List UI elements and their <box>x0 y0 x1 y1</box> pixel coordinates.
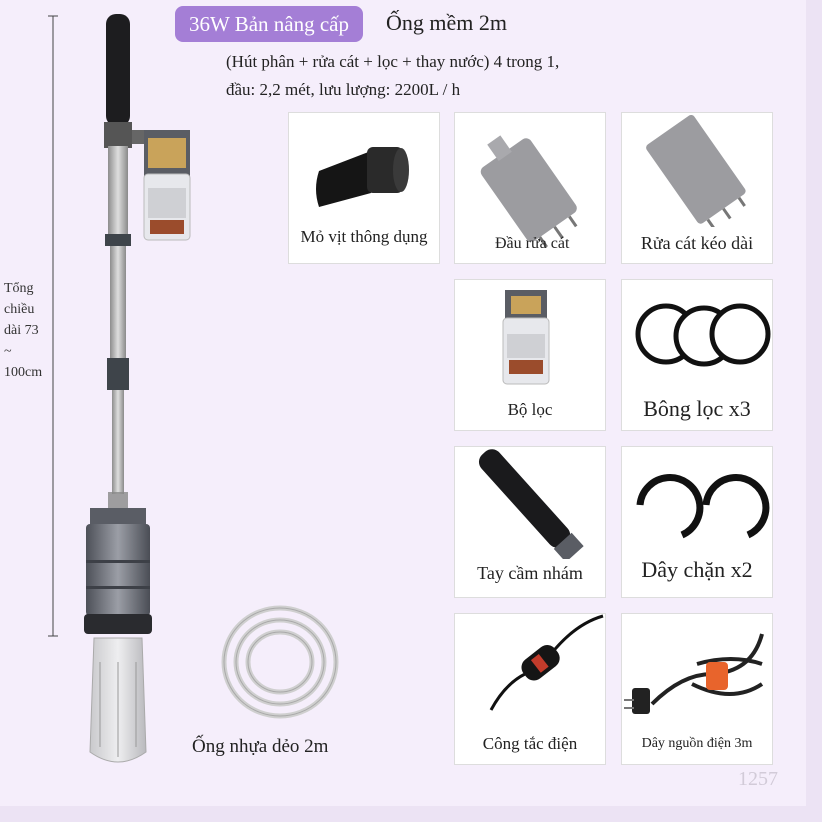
spec-description: đầu: 2,2 mét, lưu lượng: 2200L / h <box>226 80 461 99</box>
label-filter: Bộ lọc <box>507 400 553 419</box>
card-sand-head: Đầu rửa cát <box>454 112 606 264</box>
card-switch: Công tắc điện <box>454 613 606 765</box>
upgrade-badge: 36W Bản nâng cấp <box>175 6 363 42</box>
coiled-hose-image <box>221 605 339 719</box>
label-power-cord: Dây nguồn điện 3m <box>641 736 753 751</box>
card-sand-extension: Rửa cát kéo dài <box>621 112 773 264</box>
label-switch: Công tắc điện <box>482 734 578 753</box>
label-sand-extension: Rửa cát kéo dài <box>640 233 754 253</box>
watermark-number: 1257 <box>738 768 778 790</box>
card-duck-nozzle: Mỏ vịt thông dụng <box>288 112 440 264</box>
switch-image <box>489 614 604 711</box>
label-handle: Tay cầm nhám <box>477 563 583 583</box>
total-length-label: Tổng chiều dài 73 ~ 100cm <box>4 281 43 380</box>
strap-image <box>636 474 770 539</box>
grip-handle-image <box>478 449 584 563</box>
card-filter-cotton: Bông lọc x3 <box>621 279 773 431</box>
card-filter: Bộ lọc <box>454 279 606 431</box>
siphon-cleaner-image <box>84 14 191 763</box>
power-cord-image <box>624 633 764 714</box>
length-dimension-line <box>48 15 58 637</box>
sand-head-image <box>480 135 578 248</box>
label-duck-nozzle: Mỏ vịt thông dụng <box>300 227 428 246</box>
hose-title: Ống mềm 2m <box>386 10 507 35</box>
duck-nozzle-image <box>316 147 409 207</box>
label-sand-head: Đầu rửa cát <box>495 235 570 252</box>
sand-extension-image <box>646 114 746 229</box>
filter-cotton-image <box>635 303 771 367</box>
card-power-cord: Dây nguồn điện 3m <box>621 613 773 765</box>
filter-image <box>502 290 550 385</box>
label-filter-cotton: Bông lọc x3 <box>643 396 751 421</box>
feature-description: (Hút phân + rửa cát + lọc + thay nước) 4… <box>226 52 560 71</box>
label-strap: Dây chặn x2 <box>641 557 753 582</box>
card-handle: Tay cầm nhám <box>454 446 606 598</box>
hose-label: Ống nhựa dẻo 2m <box>192 736 329 757</box>
card-strap: Dây chặn x2 <box>621 446 773 598</box>
